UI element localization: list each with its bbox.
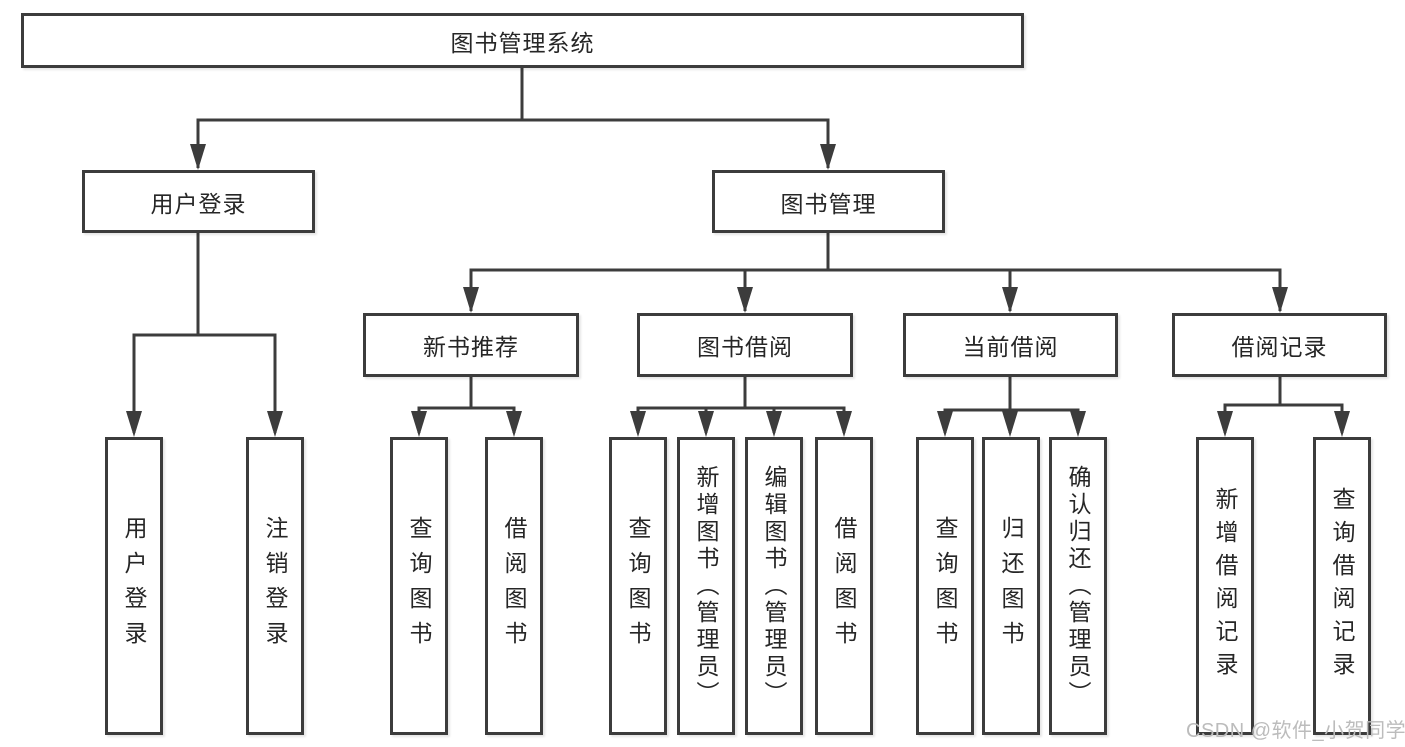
leaf-borrow-borrow-books: 借阅图书 (815, 437, 873, 735)
leaf-records-query-record: 查询借阅记录 (1313, 437, 1371, 735)
leaf-borrow-edit-books-admin: 编辑图书（管理员） (745, 437, 803, 735)
node-current-borrowing: 当前借阅 (903, 313, 1118, 377)
leaf-current-return-books: 归还图书 (982, 437, 1040, 735)
leaf-borrow-query-books: 查询图书 (609, 437, 667, 735)
leaf-current-query-books: 查询图书 (916, 437, 974, 735)
node-new-book-recommend: 新书推荐 (363, 313, 579, 377)
leaf-logout: 注销登录 (246, 437, 304, 735)
leaf-borrow-add-books-admin: 新增图书（管理员） (677, 437, 735, 735)
leaf-current-confirm-return-admin: 确认归还（管理员） (1049, 437, 1107, 735)
leaf-rec-borrow-books: 借阅图书 (485, 437, 543, 735)
leaf-user-login: 用户登录 (105, 437, 163, 735)
node-user-login: 用户登录 (82, 170, 315, 233)
node-library-system: 图书管理系统 (21, 13, 1024, 68)
node-borrowing-records: 借阅记录 (1172, 313, 1387, 377)
node-book-management: 图书管理 (712, 170, 945, 233)
leaf-records-add-record: 新增借阅记录 (1196, 437, 1254, 735)
arrowheads (126, 144, 1350, 437)
node-book-borrowing: 图书借阅 (637, 313, 853, 377)
csdn-watermark: CSDN @软件_小贺同学 (1186, 720, 1405, 742)
leaf-rec-query-books: 查询图书 (390, 437, 448, 735)
